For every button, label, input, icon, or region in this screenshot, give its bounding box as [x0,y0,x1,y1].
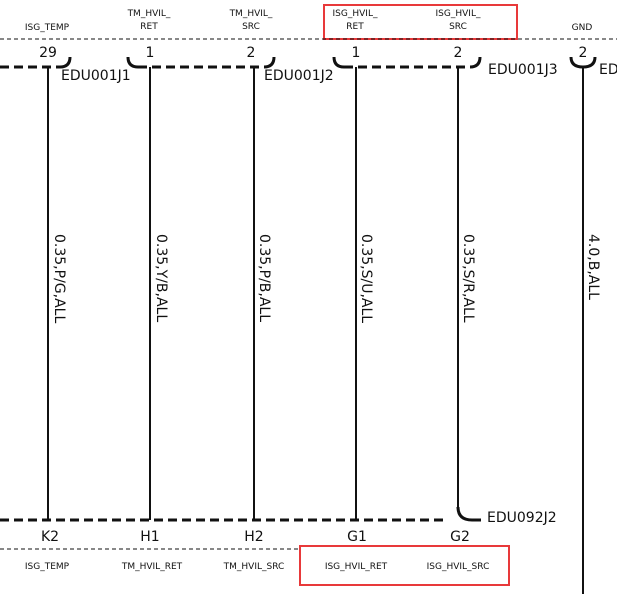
top-hook-2-a [263,56,276,69]
top-hook-1-a [126,56,139,69]
connector-edu092j2: EDU092J2 [487,510,557,526]
bottom-pin-h2: H2 [244,529,263,545]
top-pin-2-c: 2 [579,45,588,61]
top-signal-gnd: GND [572,23,593,33]
top-signal-tm-hvil-src-line2: SRC [242,22,260,32]
connector-edu001j2: EDU001J2 [264,68,334,84]
top-pin-2-a: 2 [247,45,256,61]
wire-labels: 0.35,P/G,ALL 0.35,Y/B,ALL 0.35,P/B,ALL 0… [51,234,601,323]
bottom-signal-isg-hvil-ret: ISG_HVIL_RET [325,562,388,572]
wires [47,67,584,594]
top-hook-1-b [332,56,345,69]
top-signal-isg-temp: ISG_TEMP [25,23,70,33]
bottom-pin-labels: K2 H1 H2 G1 G2 [41,529,470,545]
top-pin-2-b: 2 [454,45,463,61]
top-hook-29 [59,56,72,69]
bottom-hook-g2 [456,506,473,522]
connector-ed: ED [599,62,617,78]
bottom-pin-g2: G2 [450,529,470,545]
bottom-signal-isg-temp: ISG_TEMP [25,562,70,572]
bottom-pin-k2: K2 [41,529,59,545]
wire-label-isg-temp: 0.35,P/G,ALL [51,234,67,323]
connector-edu001j1: EDU001J1 [61,68,131,84]
top-signal-isg-hvil-ret-line1: ISG_HVIL_ [333,9,378,19]
top-signal-labels: ISG_TEMP TM_HVIL_ RET TM_HVIL_ SRC ISG_H… [25,9,592,33]
wire-label-tm-hvil-ret: 0.35,Y/B,ALL [153,234,169,322]
bottom-signal-labels: ISG_TEMP TM_HVIL_RET TM_HVIL_SRC ISG_HVI… [25,562,489,572]
top-signal-isg-hvil-src-line1: ISG_HVIL_ [436,9,481,19]
bottom-signal-isg-hvil-src: ISG_HVIL_SRC [427,562,490,572]
wire-label-gnd: 4.0,B,ALL [585,234,601,300]
wire-label-isg-hvil-ret: 0.35,S/U,ALL [358,234,374,323]
wire-label-tm-hvil-src: 0.35,P/B,ALL [256,234,272,322]
top-pin-1-a: 1 [146,45,155,61]
top-signal-isg-hvil-src-line2: SRC [449,22,467,32]
bottom-signal-tm-hvil-ret: TM_HVIL_RET [121,562,183,572]
bottom-pin-g1: G1 [347,529,367,545]
top-signal-isg-hvil-ret-line2: RET [346,22,364,32]
top-signal-tm-hvil-ret-line1: TM_HVIL_ [127,9,171,19]
top-pin-29: 29 [39,45,57,61]
bottom-highlight-box [299,545,510,586]
connector-edu001j3: EDU001J3 [488,62,558,78]
bottom-pin-h1: H1 [140,529,159,545]
top-signal-tm-hvil-src-line1: TM_HVIL_ [229,9,273,19]
wire-label-isg-hvil-src: 0.35,S/R,ALL [460,234,476,323]
top-signal-tm-hvil-ret-line2: RET [140,22,158,32]
top-pin-numbers: 29 1 2 1 2 2 [39,45,587,61]
bottom-signal-tm-hvil-src: TM_HVIL_SRC [223,562,285,572]
top-pin-1-b: 1 [352,45,361,61]
top-connector-names: EDU001J1 EDU001J2 EDU001J3 ED [61,62,617,84]
top-hook-2-b [469,56,482,69]
